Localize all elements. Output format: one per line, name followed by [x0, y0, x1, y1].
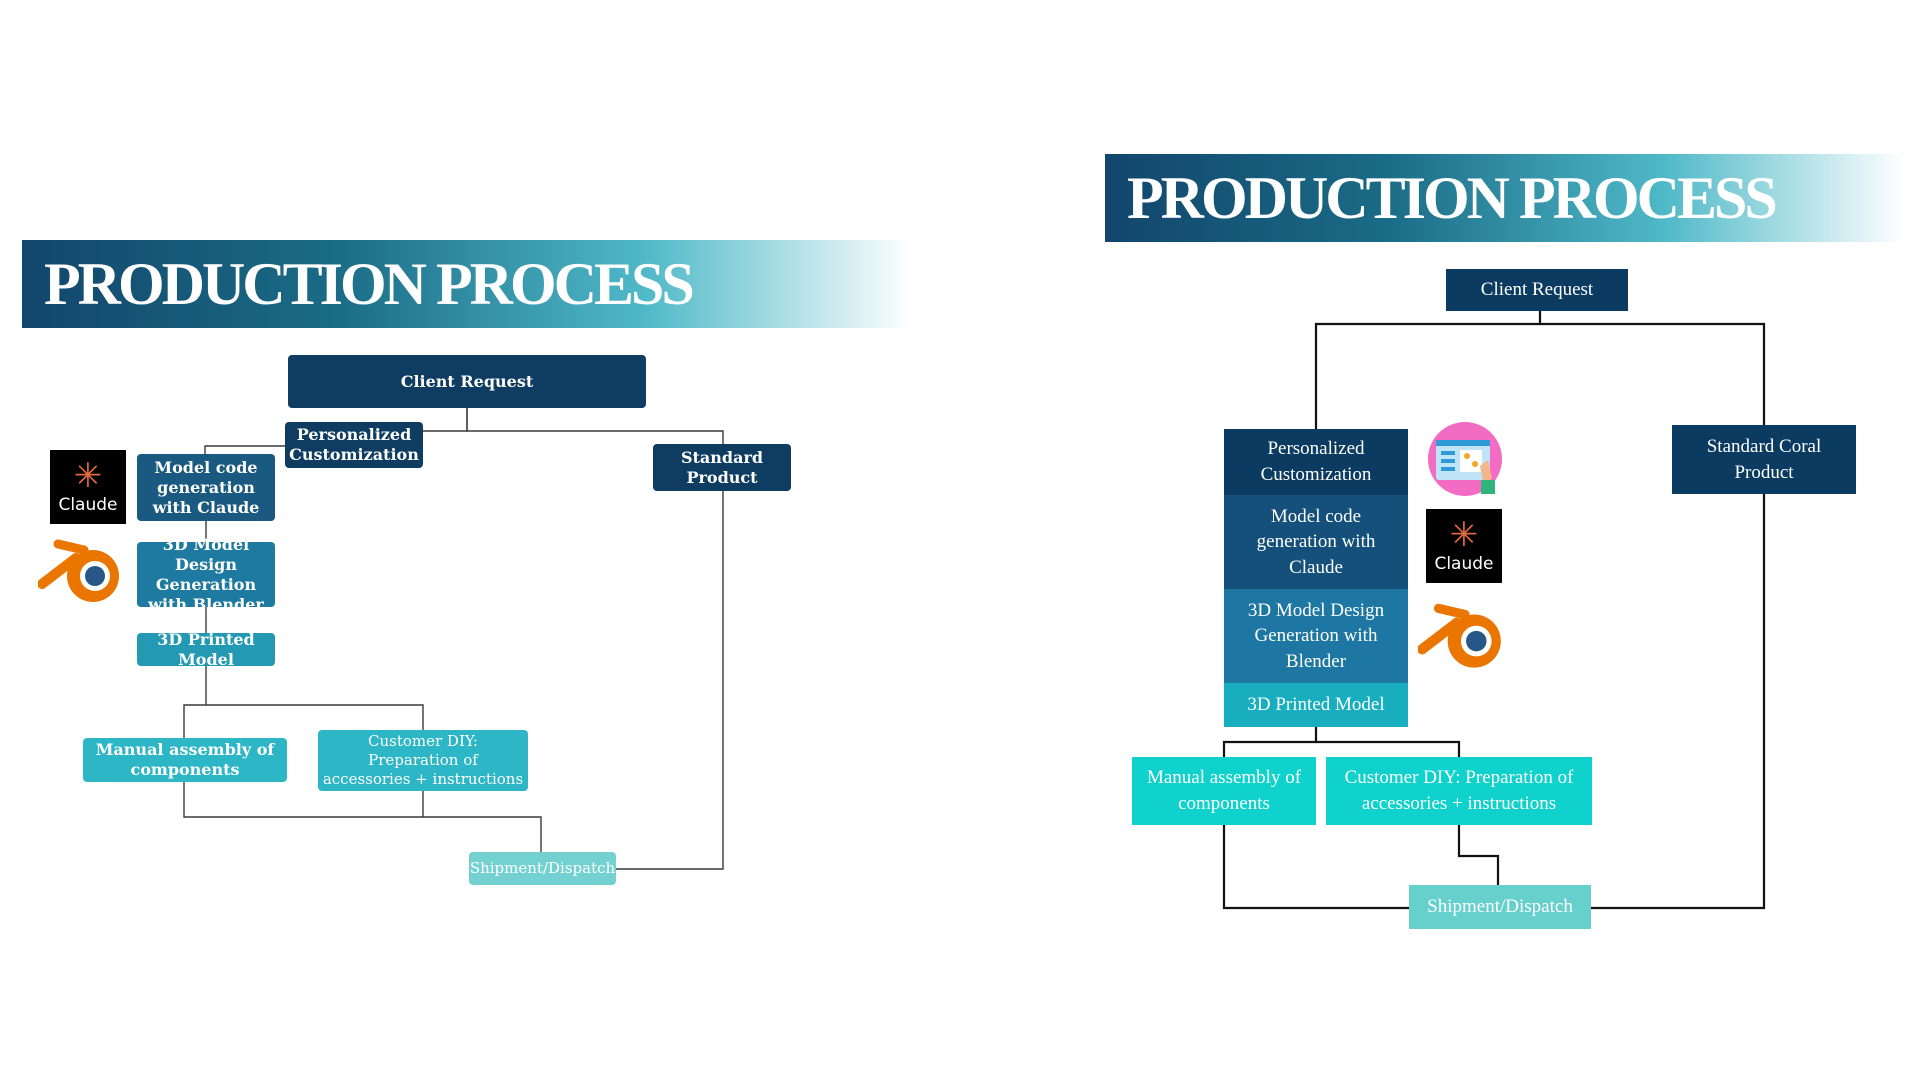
claude-logo-word: Claude	[58, 495, 118, 515]
right-customer-diy-node: Customer DIY: Preparation of accessories…	[1326, 757, 1592, 825]
left-model-code-label: Model code generation with Claude	[152, 457, 260, 517]
left-customer-diy-node: Customer DIY: Preparation of accessories…	[318, 730, 528, 791]
left-customer-diy-label: Customer DIY: Preparation of accessories…	[322, 732, 524, 788]
left-model-design-label: 3D Model Design Generation with Blender	[148, 534, 264, 614]
right-model-design-node: 3D Model Design Generation with Blender	[1224, 589, 1408, 683]
right-model-design-label: 3D Model Design Generation with Blender	[1247, 599, 1385, 672]
right-customer-diy-label: Customer DIY: Preparation of accessories…	[1344, 767, 1574, 814]
right-model-code-node: Model code generation with Claude	[1224, 495, 1408, 589]
blender-logo-icon	[1418, 603, 1501, 668]
right-diagram: PRODUCTION PROCESS Client Request Person…	[1100, 0, 1920, 1080]
left-title-banner: PRODUCTION PROCESS	[22, 240, 912, 328]
right-client-request-node: Client Request	[1446, 269, 1628, 311]
customization-app-icon	[1428, 422, 1502, 496]
right-shipment-node: Shipment/Dispatch	[1409, 885, 1591, 929]
left-manual-assembly-node: Manual assembly of components	[83, 738, 287, 782]
blender-logo-icon	[38, 539, 119, 602]
left-connectors	[183, 408, 724, 870]
right-standard-label: Standard Coral Product	[1706, 435, 1822, 483]
left-shipment-node: Shipment/Dispatch	[469, 852, 616, 885]
left-personalized-label: Personalized Customization	[289, 425, 419, 464]
left-diagram: PRODUCTION PROCESS Client Request Person…	[0, 0, 940, 1080]
left-title: PRODUCTION PROCESS	[44, 251, 695, 317]
right-manual-assembly-node: Manual assembly of components	[1132, 757, 1316, 825]
left-standard-node: Standard Product	[653, 444, 791, 491]
right-client-request-label: Client Request	[1480, 279, 1594, 301]
right-printed-model-node: 3D Printed Model	[1224, 683, 1408, 727]
left-printed-model-node: 3D Printed Model	[137, 630, 275, 669]
left-model-design-node: 3D Model Design Generation with Blender	[137, 535, 275, 614]
claude-star-icon: ✳	[1449, 515, 1479, 555]
claude-logo-word: Claude	[1434, 554, 1494, 574]
right-title: PRODUCTION PROCESS	[1127, 165, 1778, 231]
left-client-request-node: Client Request	[288, 355, 646, 408]
right-personalized-node: Personalized Customization	[1224, 429, 1408, 495]
right-title-banner: PRODUCTION PROCESS	[1105, 154, 1905, 242]
left-client-request-label: Client Request	[400, 371, 534, 391]
right-model-code-label: Model code generation with Claude	[1256, 505, 1376, 578]
right-standard-node: Standard Coral Product	[1672, 425, 1856, 494]
right-printed-model-label: 3D Printed Model	[1247, 694, 1385, 716]
left-personalized-node: Personalized Customization	[285, 422, 423, 468]
claude-logo-icon: ✳ Claude	[1426, 509, 1502, 583]
right-shipment-label: Shipment/Dispatch	[1427, 896, 1573, 918]
claude-star-icon: ✳	[73, 456, 103, 496]
left-standard-label: Standard Product	[680, 447, 764, 487]
left-printed-model-label: 3D Printed Model	[157, 629, 255, 669]
right-manual-assembly-label: Manual assembly of components	[1146, 767, 1302, 814]
left-shipment-label: Shipment/Dispatch	[469, 859, 616, 878]
right-personalized-label: Personalized Customization	[1260, 438, 1372, 485]
claude-logo-icon: ✳ Claude	[50, 450, 126, 524]
left-manual-assembly-label: Manual assembly of components	[95, 740, 275, 779]
right-connectors	[1222, 311, 1766, 910]
left-model-code-node: Model code generation with Claude	[137, 454, 275, 521]
